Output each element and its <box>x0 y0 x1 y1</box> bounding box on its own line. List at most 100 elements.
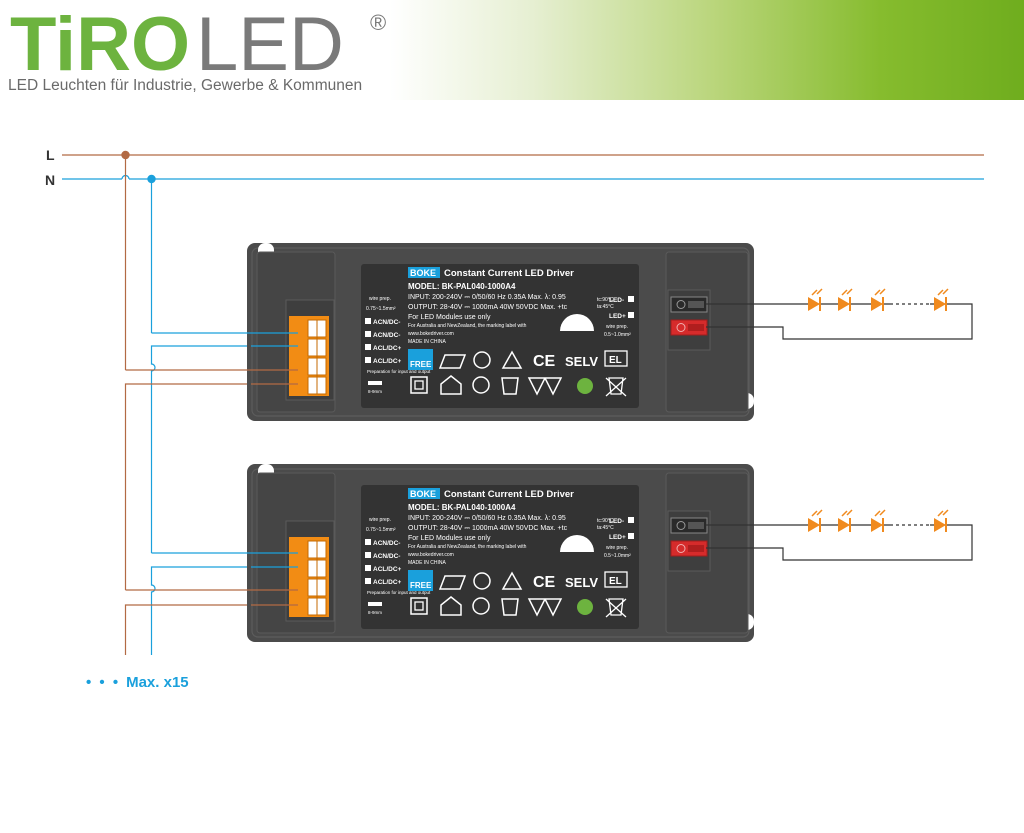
led-plus-label: LED+ <box>609 313 626 320</box>
thermal-icon <box>472 376 490 394</box>
driver-model: MODEL: BK-PAL040-1000A4 <box>408 282 516 291</box>
driver-made-in: MADE IN CHINA <box>408 560 446 566</box>
mm-mark-icon <box>527 377 563 396</box>
tiroled-logo: TiRO LED ® <box>10 2 386 78</box>
el-mark: EL <box>609 355 622 366</box>
wire-prep-right: wire prep. <box>606 324 628 330</box>
led-diode-icon <box>808 509 823 532</box>
label-L: L <box>46 147 55 163</box>
max-units-text: Max. x15 <box>126 674 189 691</box>
logo-led-text: LED <box>196 2 344 78</box>
driver-label-1: BOKE Constant Current LED Driver MODEL: … <box>365 267 634 397</box>
terminal-label-acn-2: ACN/DC- <box>373 332 400 339</box>
flicker-free-icon <box>408 349 433 370</box>
led-diode-icon <box>838 509 853 532</box>
flicker-free-icon <box>408 570 433 591</box>
label-N: N <box>45 172 55 188</box>
driver-brand: BOKE <box>410 489 436 499</box>
ta-rating: ta:45°C <box>597 525 614 531</box>
ellipsis-dots: • • • <box>86 674 121 691</box>
led-plus-label: LED+ <box>609 534 626 541</box>
terminal-label-acl-2: ACL/DC+ <box>373 579 402 586</box>
driver-made-in: MADE IN CHINA <box>408 339 446 345</box>
led-diode-icon <box>934 509 949 532</box>
led-minus-label: LED- <box>609 518 624 525</box>
class2-icon <box>410 597 428 615</box>
rohs-leaf-icon <box>577 378 593 394</box>
weee-bin-icon <box>605 377 627 397</box>
led-diode-icon <box>871 288 886 311</box>
terminal-label-acl-1: ACL/DC+ <box>373 345 402 352</box>
driver-brand: BOKE <box>410 268 436 278</box>
svg-text:FREE: FREE <box>410 581 432 590</box>
registered-mark: ® <box>370 10 386 35</box>
lamp-icon <box>560 314 594 331</box>
driver-note1: For LED Modules use only <box>408 314 491 321</box>
rohs-leaf-icon <box>577 599 593 615</box>
led-diode-icon <box>838 288 853 311</box>
saa-icon <box>501 350 523 369</box>
mm-mark-icon <box>527 598 563 617</box>
strip-length: 8-9mm <box>368 610 382 615</box>
driver-note2: For Australia and NewZealand, the markin… <box>408 323 527 329</box>
terminal-label-acn-1: ACN/DC- <box>373 319 400 326</box>
strip-length: 8-9mm <box>368 389 382 394</box>
terminal-label-acn-2: ACN/DC- <box>373 553 400 560</box>
ce-mark: CE <box>533 574 556 591</box>
wire-spec-left: 0.75~1.5mm² <box>366 306 396 312</box>
indoor-icon <box>440 596 462 616</box>
tc-rating: tc:90°C <box>597 518 614 524</box>
fuse-icon <box>501 598 519 616</box>
brand-header: TiRO LED ® LED Leuchten für Industrie, G… <box>0 0 1024 100</box>
weee-bin-icon <box>605 598 627 618</box>
wire-prep-left: wire prep. <box>369 296 391 302</box>
wire-spec-left: 0.75~1.5mm² <box>366 527 396 533</box>
led-diode-icon <box>871 509 886 532</box>
max-units-note: • • • Max. x15 <box>86 674 189 691</box>
logo-ti-text: TiRO <box>10 2 190 78</box>
el-mark: EL <box>609 576 622 587</box>
saa-icon <box>501 571 523 590</box>
prep-note: Preparation for input and output <box>367 369 431 374</box>
wire-prep-left: wire prep. <box>369 517 391 523</box>
driver-note2: For Australia and NewZealand, the markin… <box>408 544 527 550</box>
driver-title: Constant Current LED Driver <box>444 268 574 279</box>
driver-output: OUTPUT: 28-40V ⎓ 1000mA 40W 50VDC Max. +… <box>408 525 568 532</box>
ccc-icon <box>473 351 491 369</box>
driver-title: Constant Current LED Driver <box>444 489 574 500</box>
wire-prep-right: wire prep. <box>606 545 628 551</box>
driver-website: www.bokedriver.com <box>408 552 454 558</box>
driver-input: INPUT: 200-240V ⎓ 0/50/60 Hz 0.35A Max. … <box>408 515 566 522</box>
tc-rating: tc:90°C <box>597 297 614 303</box>
boke-logo <box>408 267 440 278</box>
rcm-icon <box>438 354 467 369</box>
ce-mark: CE <box>533 353 556 370</box>
wire-spec-right: 0.5~1.0mm² <box>604 553 631 559</box>
driver-model: MODEL: BK-PAL040-1000A4 <box>408 503 516 512</box>
ccc-icon <box>473 572 491 590</box>
lamp-icon <box>560 535 594 552</box>
thermal-icon <box>472 597 490 615</box>
led-diode-icon <box>808 288 823 311</box>
fuse-icon <box>501 377 519 395</box>
tagline: LED Leuchten für Industrie, Gewerbe & Ko… <box>8 77 363 94</box>
led-minus-label: LED- <box>609 297 624 304</box>
indoor-icon <box>440 375 462 395</box>
driver-input: INPUT: 200-240V ⎓ 0/50/60 Hz 0.35A Max. … <box>408 294 566 301</box>
wire-spec-right: 0.5~1.0mm² <box>604 332 631 338</box>
prep-note: Preparation for input and output <box>367 590 431 595</box>
svg-text:FREE: FREE <box>410 360 432 369</box>
driver-label-2: BOKE Constant Current LED Driver MODEL: … <box>365 488 634 618</box>
selv-mark: SELV <box>565 575 598 590</box>
terminal-label-acn-1: ACN/DC- <box>373 540 400 547</box>
driver-website: www.bokedriver.com <box>408 331 454 337</box>
selv-mark: SELV <box>565 354 598 369</box>
driver-output: OUTPUT: 28-40V ⎓ 1000mA 40W 50VDC Max. +… <box>408 304 568 311</box>
boke-logo <box>408 488 440 499</box>
led-diode-icon <box>934 288 949 311</box>
terminal-label-acl-2: ACL/DC+ <box>373 358 402 365</box>
driver-note1: For LED Modules use only <box>408 535 491 542</box>
class2-icon <box>410 376 428 394</box>
ta-rating: ta:45°C <box>597 304 614 310</box>
